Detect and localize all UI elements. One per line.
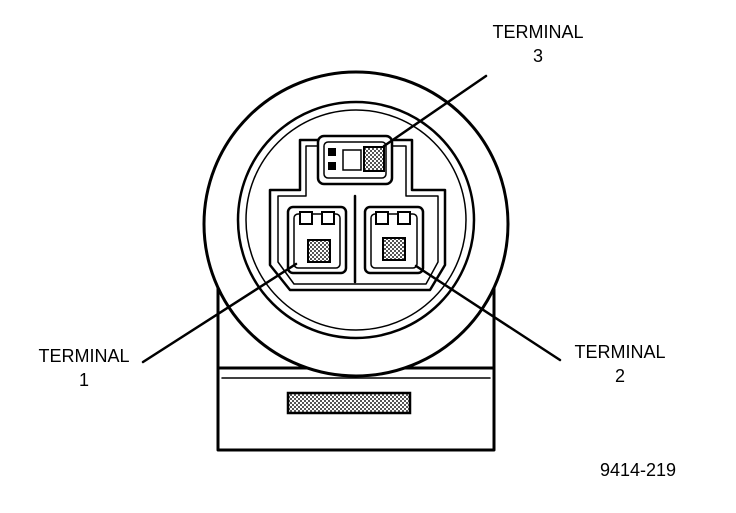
terminal-3-label-line1: TERMINAL (492, 22, 583, 42)
terminal-1-label-line2: 1 (79, 370, 89, 390)
leader-line-terminal-3 (382, 74, 488, 148)
terminal-3-socket (316, 134, 394, 186)
terminal-2-label-line2: 2 (615, 366, 625, 386)
terminal-2-label-line1: TERMINAL (574, 342, 665, 362)
terminal-2-socket (363, 205, 425, 275)
figure-id: 9414-219 (600, 460, 676, 480)
locking-tab-slot (286, 391, 412, 415)
connector-base (216, 286, 496, 452)
terminal-3-label-line2: 3 (533, 46, 543, 66)
leader-line-terminal-1 (141, 262, 298, 364)
terminal-cavity (268, 138, 447, 292)
terminal-1-label-line1: TERMINAL (38, 346, 129, 366)
terminal-1-socket (286, 205, 348, 275)
leader-line-terminal-2 (414, 264, 562, 362)
